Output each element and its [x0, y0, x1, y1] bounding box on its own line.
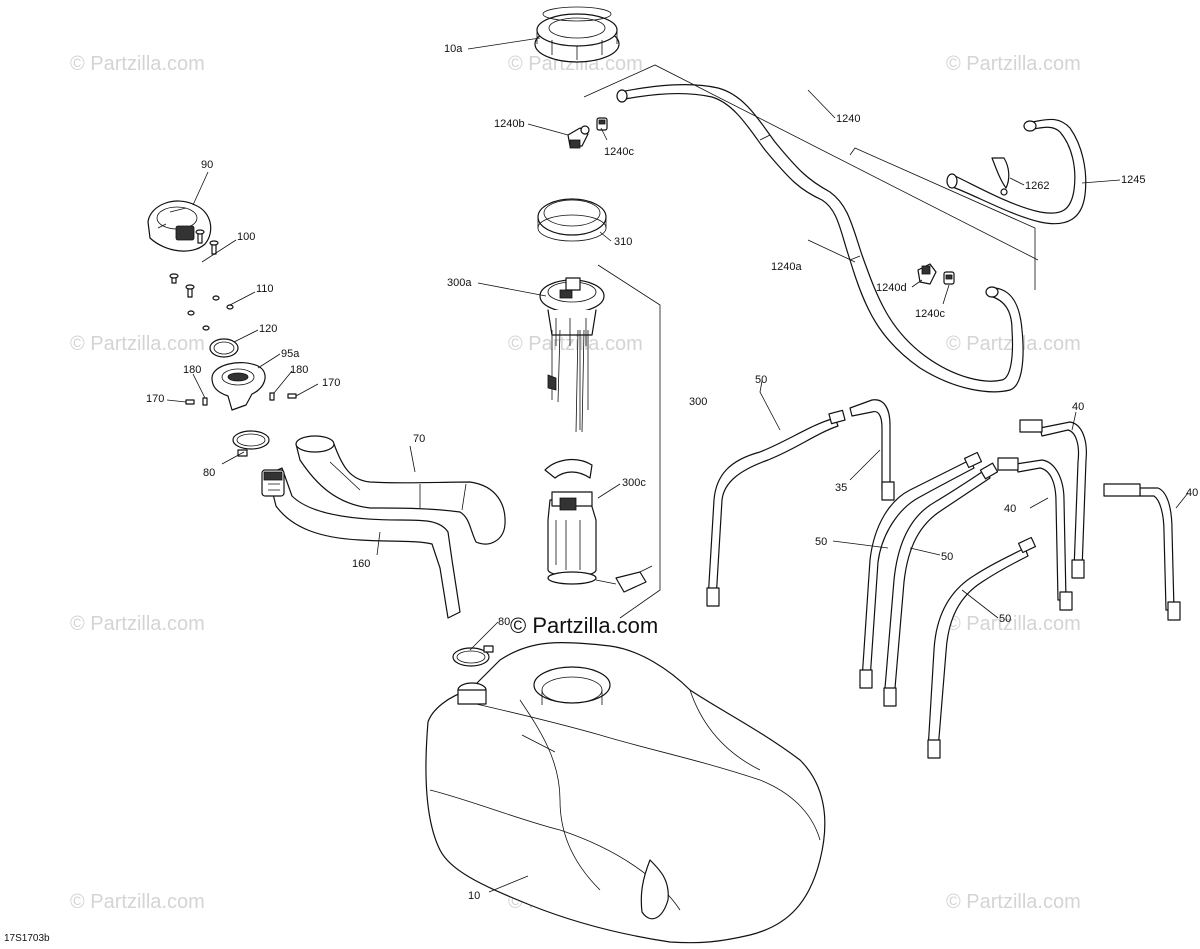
callout-50-right: 50 [999, 613, 1011, 625]
callout-80-bottom: 80 [498, 616, 510, 628]
callout-95a: 95a [281, 348, 300, 360]
watermark: © Partzilla.com [70, 53, 205, 75]
callout-180-right: 180 [290, 364, 308, 376]
fuel-cap-90 [147, 200, 212, 252]
fitting-1240c [596, 117, 608, 131]
callout-180-left: 180 [183, 364, 201, 376]
callout-1240a: 1240a [771, 261, 802, 273]
strap-40-top [1019, 419, 1087, 579]
callout-1240c-bottom: 1240c [915, 308, 945, 320]
watermark: © Partzilla.com [70, 333, 205, 355]
callout-50-mid: 50 [941, 551, 953, 563]
callout-80-top: 80 [203, 467, 215, 479]
filler-hose-70 [295, 435, 506, 545]
callout-170-right: 170 [322, 377, 340, 389]
callout-310: 310 [614, 236, 632, 248]
screws-100 [169, 229, 219, 298]
filler-hose-160 [261, 467, 461, 619]
callout-170-left: 170 [146, 393, 164, 405]
callout-10: 10 [468, 890, 480, 902]
callout-1240c-top: 1240c [604, 146, 634, 158]
center-watermark: © Partzilla.com [510, 613, 658, 638]
seal-310 [537, 198, 607, 242]
fitting-1240d [917, 263, 937, 285]
callout-100: 100 [237, 231, 255, 243]
callout-300: 300 [689, 396, 707, 408]
callout-1262: 1262 [1025, 180, 1049, 192]
pump-module-300c [544, 458, 653, 593]
washers-110 [187, 295, 234, 331]
callout-70: 70 [413, 433, 425, 445]
callout-40-top: 40 [1072, 401, 1084, 413]
watermark: © Partzilla.com [508, 53, 643, 75]
watermark: © Partzilla.com [946, 613, 1081, 635]
o-ring-120 [209, 338, 239, 358]
watermark: © Partzilla.com [946, 891, 1081, 913]
clip-180-right [269, 392, 275, 401]
clip-180-left [202, 397, 208, 406]
strap-40-right [1103, 483, 1181, 621]
callout-50-left: 50 [815, 536, 827, 548]
callout-1240d: 1240d [876, 282, 907, 294]
bracket-300 [597, 264, 661, 619]
screw-170-right [287, 393, 297, 399]
filler-ring-10a [534, 6, 620, 63]
callout-160: 160 [352, 558, 370, 570]
fitting-1240c-lower [943, 271, 955, 285]
clamp-80-top [232, 430, 270, 457]
callout-120: 120 [259, 323, 277, 335]
vent-hose-1240 [616, 83, 1024, 393]
callout-110: 110 [256, 283, 274, 295]
watermark: © Partzilla.com [946, 53, 1081, 75]
strap-50-top [706, 409, 846, 607]
fitting-1240b [567, 125, 590, 149]
callout-1240: 1240 [836, 113, 860, 125]
strap-50-right [927, 536, 1037, 759]
callout-1245: 1245 [1121, 174, 1145, 186]
callout-35: 35 [835, 482, 847, 494]
callout-50-top: 50 [755, 374, 767, 386]
watermark: © Partzilla.com [508, 333, 643, 355]
callout-300a: 300a [447, 277, 472, 289]
diagram-reference-code: 17S1703b [4, 933, 50, 944]
leader-lines [166, 37, 1189, 893]
hose-1245 [946, 118, 1087, 225]
watermark: © Partzilla.com [70, 891, 205, 913]
fuel-tank-10 [425, 641, 826, 944]
callout-40-mid: 40 [1004, 503, 1016, 515]
strap-50-mid [883, 462, 999, 707]
callout-10a: 10a [444, 43, 463, 55]
pump-flange-300a [539, 277, 605, 433]
filler-flange-95a [211, 362, 266, 411]
callout-300c: 300c [622, 477, 646, 489]
callout-40-right: 40 [1186, 487, 1198, 499]
strap-35 [849, 399, 895, 501]
callout-1240b: 1240b [494, 118, 525, 130]
callouts: 10a 1240b 1240c 1240 1245 1262 90 100 11… [146, 43, 1198, 902]
clamp-80-bottom [452, 645, 494, 667]
strap-50-left [859, 451, 983, 689]
callout-90: 90 [201, 159, 213, 171]
clamp-1262 [991, 157, 1010, 196]
strap-40-mid [997, 457, 1073, 611]
watermark: © Partzilla.com [70, 613, 205, 635]
screw-170-left [185, 399, 195, 405]
